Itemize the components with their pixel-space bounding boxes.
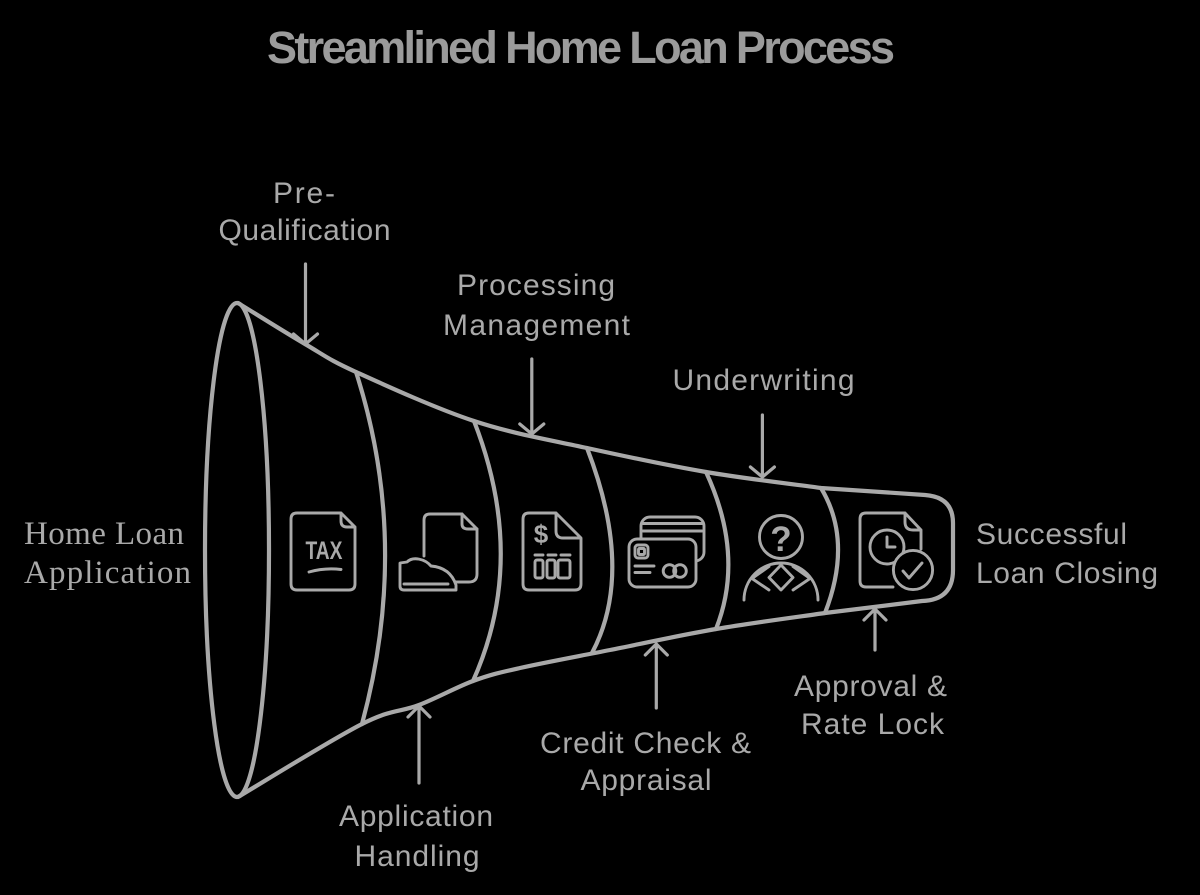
svg-text:Management: Management	[443, 309, 631, 342]
svg-text:$: $	[534, 519, 549, 549]
svg-text:Streamlined Home Loan Process: Streamlined Home Loan Process	[267, 22, 895, 73]
svg-text:Application: Application	[24, 555, 191, 591]
svg-text:Processing: Processing	[457, 269, 615, 302]
svg-text:Home Loan: Home Loan	[24, 516, 184, 552]
svg-text:Underwriting: Underwriting	[673, 364, 855, 397]
svg-text:?: ?	[770, 520, 791, 559]
svg-text:Loan Closing: Loan Closing	[976, 557, 1158, 590]
svg-text:Approval &: Approval &	[794, 670, 947, 703]
svg-text:Appraisal: Appraisal	[581, 764, 712, 797]
svg-text:Credit Check &: Credit Check &	[540, 727, 751, 760]
svg-text:Rate Lock: Rate Lock	[801, 708, 945, 741]
svg-text:Handling: Handling	[355, 840, 480, 873]
svg-text:Successful: Successful	[976, 518, 1127, 551]
svg-text:Application: Application	[339, 800, 493, 833]
svg-text:Pre-: Pre-	[273, 177, 335, 210]
svg-text:TAX: TAX	[306, 537, 343, 565]
svg-text:Qualification: Qualification	[219, 214, 391, 247]
